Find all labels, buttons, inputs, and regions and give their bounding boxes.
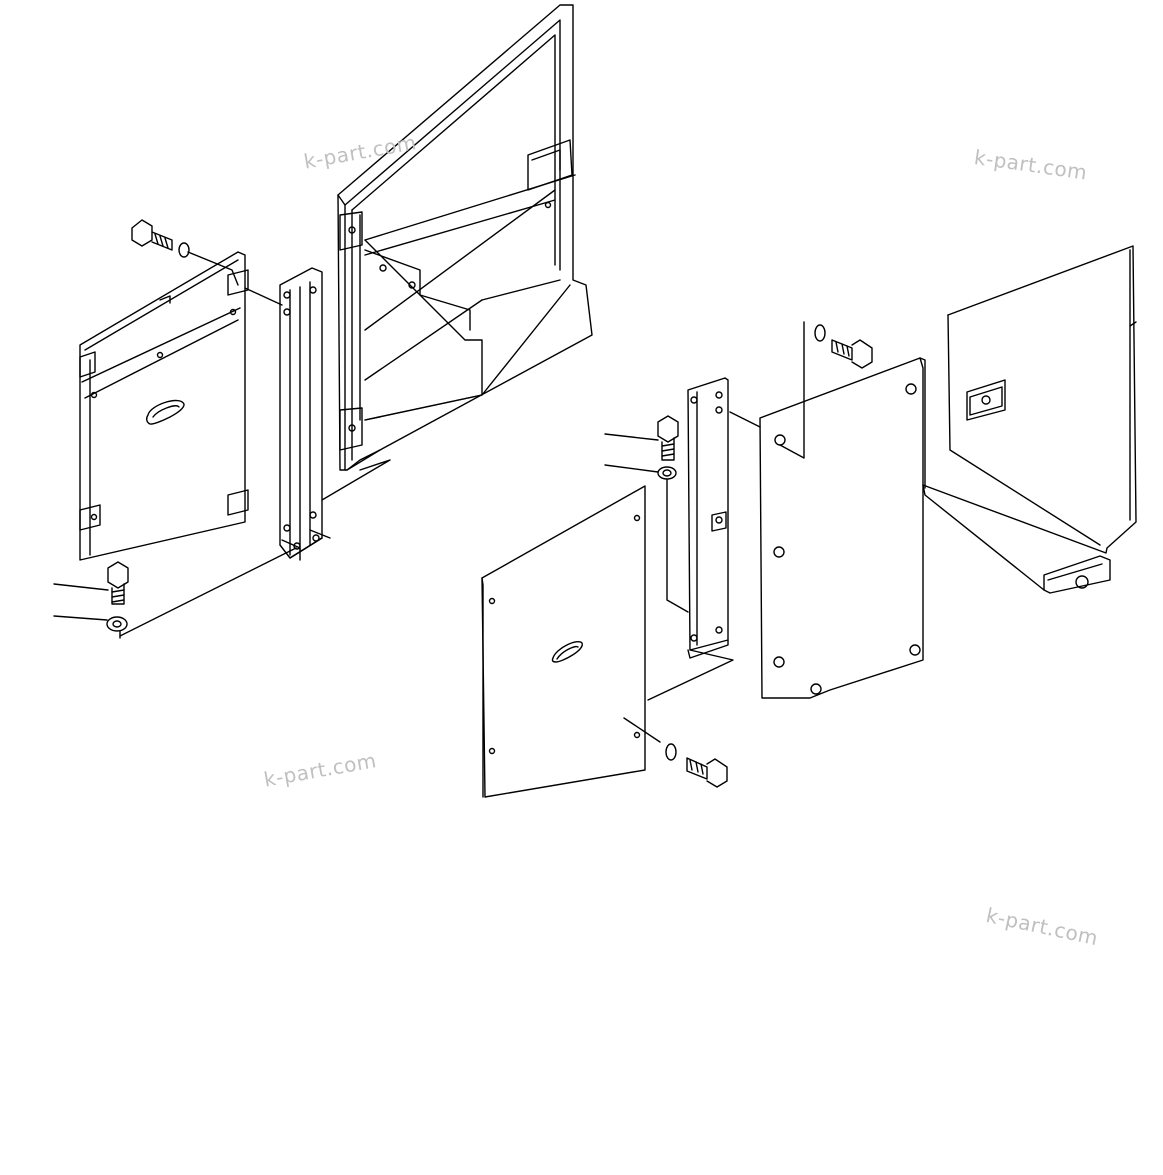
radiator-guard-frame — [321, 4, 593, 501]
right-cover-panel — [481, 485, 661, 798]
hex-bolt-bottom-right — [665, 743, 728, 788]
left-cover-panel — [79, 251, 249, 561]
rear-box-panel — [922, 245, 1137, 594]
hex-bolt-upper-right — [779, 321, 873, 459]
hex-bolt-lower-left — [53, 561, 129, 639]
left-mounting-bracket — [119, 267, 331, 637]
hex-bolt-top-left — [131, 219, 239, 286]
right-mounting-bracket — [647, 377, 734, 701]
large-side-panel — [729, 357, 926, 699]
hex-bolt-right-center — [604, 415, 689, 613]
